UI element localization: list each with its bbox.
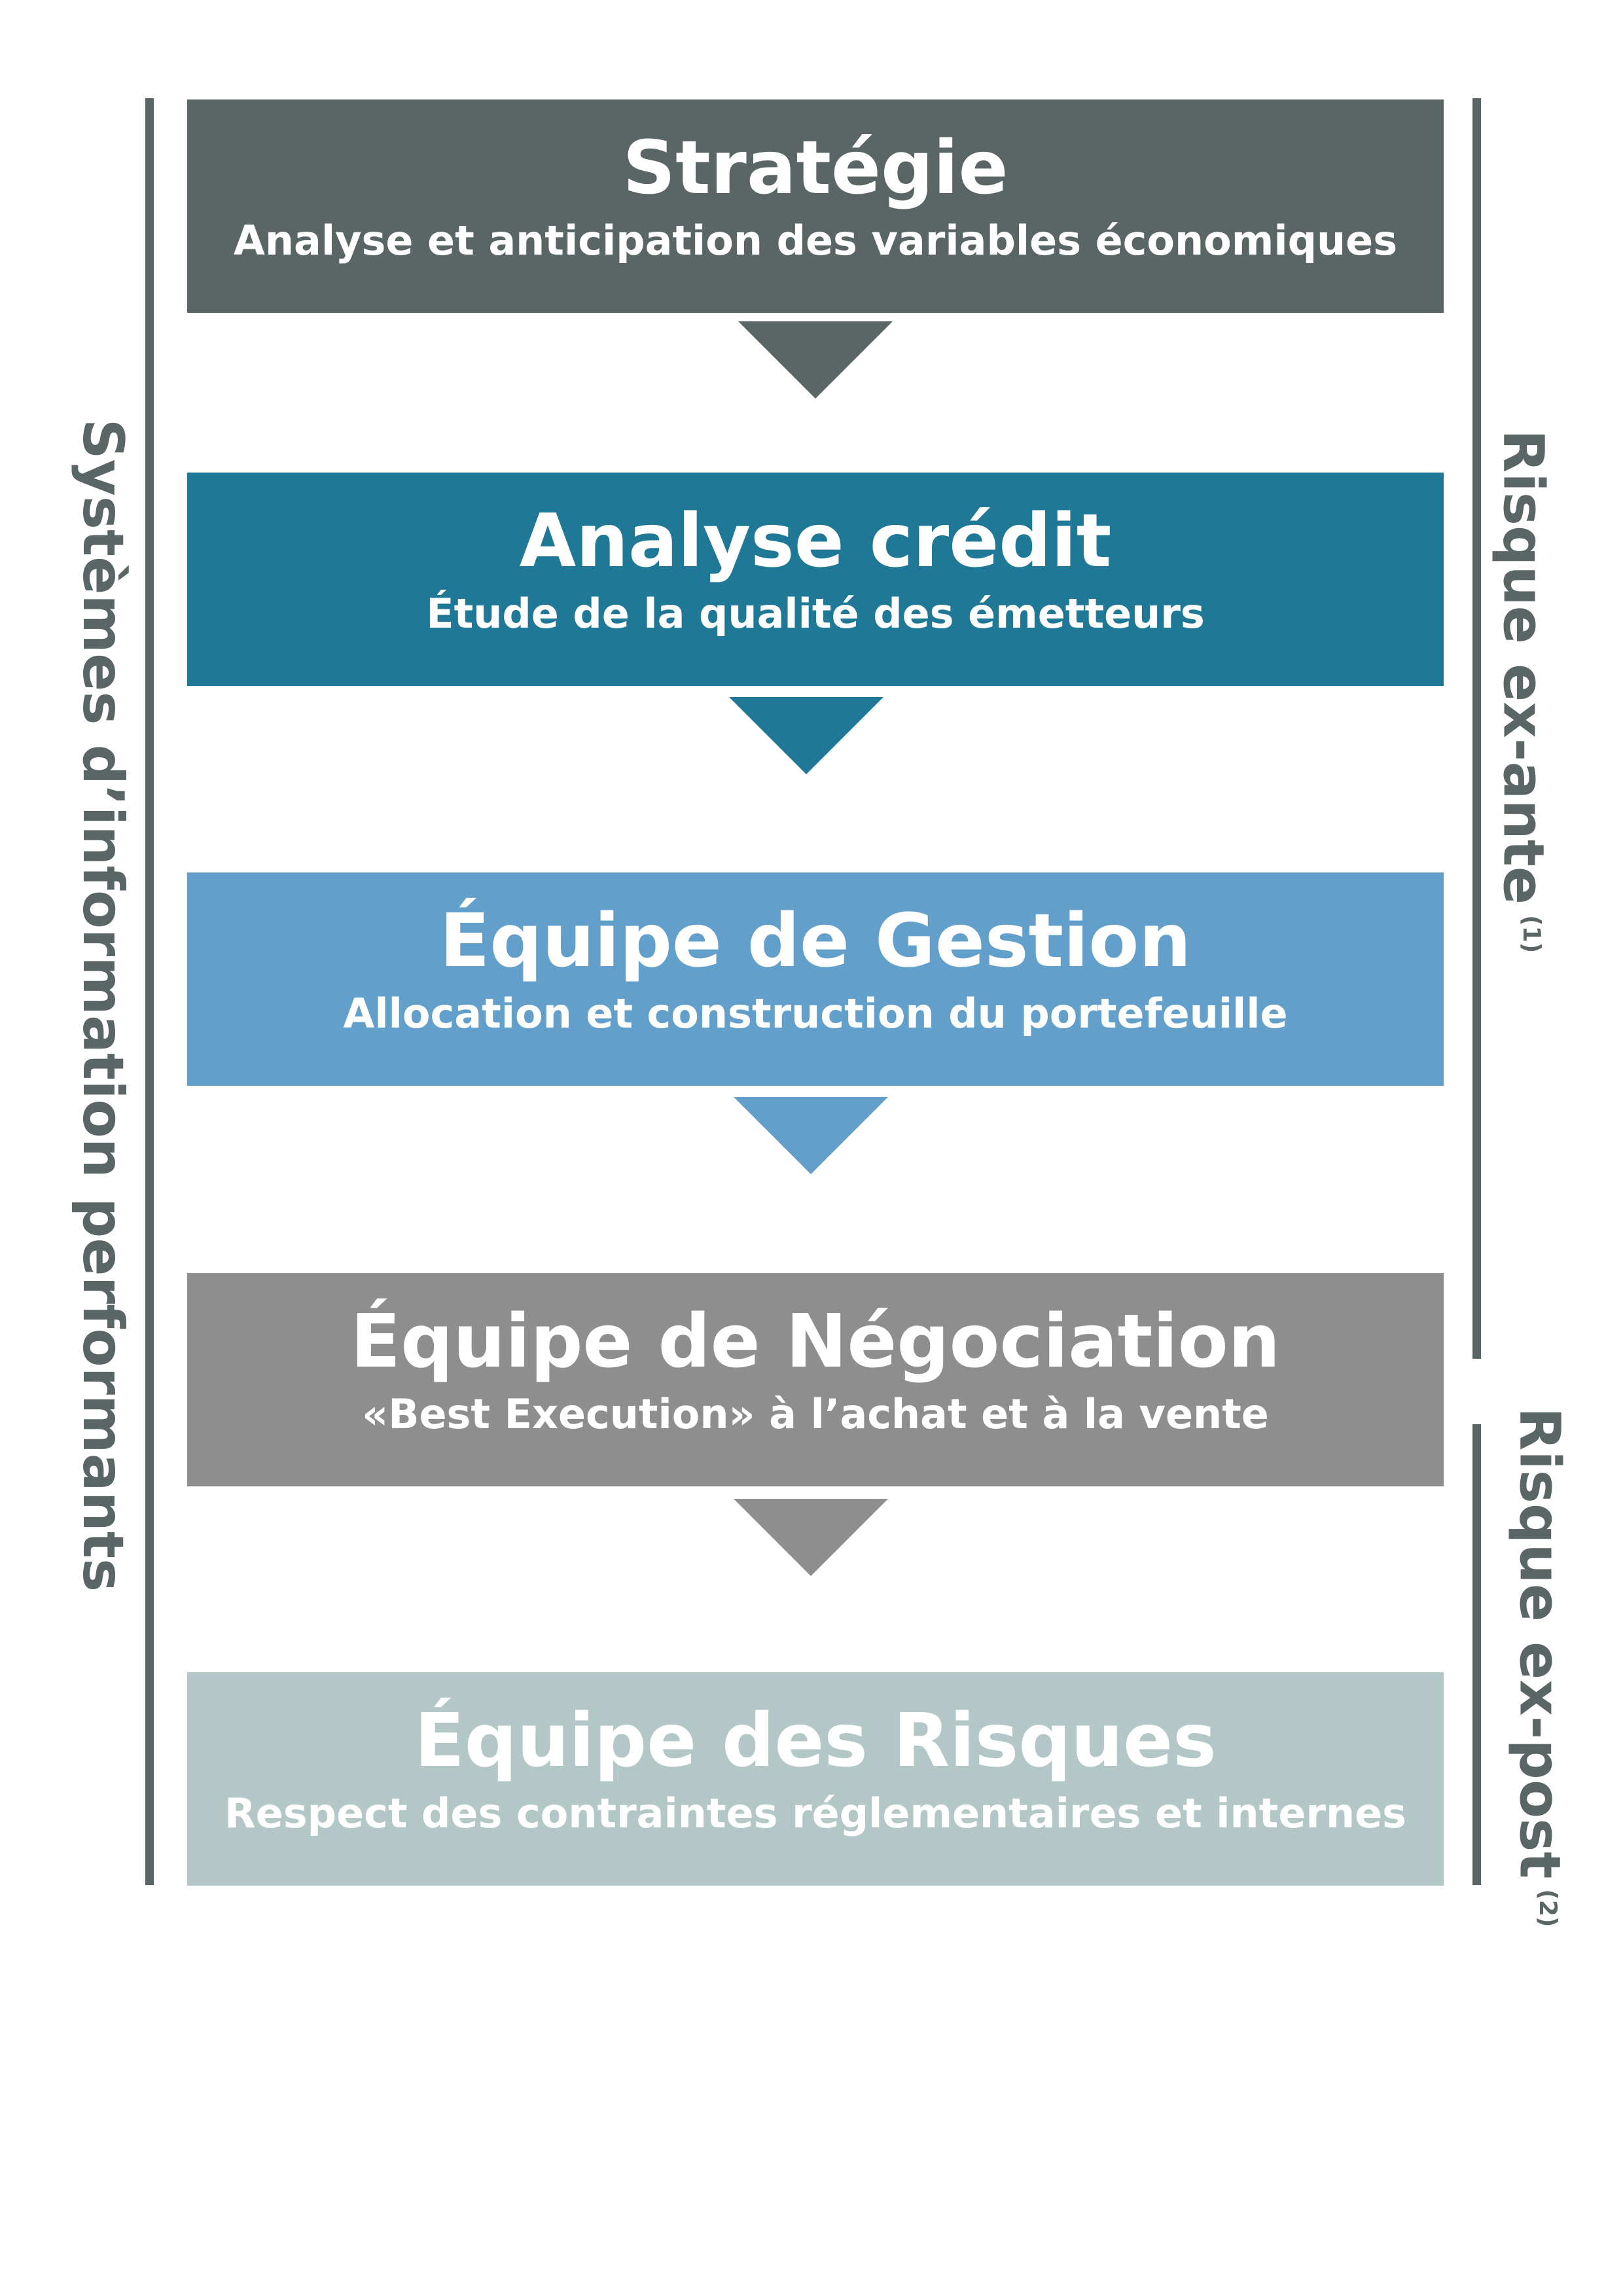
step-subtitle: Allocation et construction du portefeuil… [343,990,1288,1037]
flow-arrow-3 [734,1097,888,1174]
left-label: Systèmes d’information performants [70,416,135,1594]
step-subtitle: Analyse et anticipation des variables éc… [233,217,1398,264]
step-strategie: Stratégie Analyse et anticipation des va… [187,99,1444,313]
ex-ante-footnote-marker: (1) [1518,915,1546,954]
flow-arrow-2 [729,697,883,774]
step-subtitle: «Best Execution» à l’achat et à la vente [362,1390,1269,1438]
left-bracket-line [145,98,154,1885]
step-subtitle: Étude de la qualité des émetteurs [426,590,1205,637]
step-equipe-risques: Équipe des Risques Respect des contraint… [187,1672,1444,1886]
step-title: Équipe des Risques [414,1698,1217,1784]
ex-ante-label-text: Risque ex-ante [1490,429,1556,905]
ex-post-label-text: Risque ex-post [1507,1407,1573,1879]
flow-arrow-1 [738,321,893,399]
ex-post-footnote-marker: (2) [1534,1889,1562,1928]
step-title: Équipe de Négociation [350,1299,1281,1384]
step-title: Stratégie [622,126,1008,211]
right-bracket-line-ex-post [1472,1424,1481,1885]
step-equipe-negociation: Équipe de Négociation «Best Execution» à… [187,1273,1444,1486]
ex-ante-label: Risque ex-ante (1) [1490,429,1564,966]
step-subtitle: Respect des contraintes réglementaires e… [224,1789,1407,1837]
left-label-text: Systèmes d’information performants [70,418,135,1592]
right-bracket-line-ex-ante [1472,98,1481,1359]
step-title: Analyse crédit [519,499,1112,584]
step-equipe-gestion: Équipe de Gestion Allocation et construc… [187,872,1444,1086]
step-analyse-credit: Analyse crédit Étude de la qualité des é… [187,473,1444,686]
ex-post-label: Risque ex-post (2) [1507,1407,1580,1931]
step-title: Équipe de Gestion [439,899,1192,984]
flow-arrow-4 [734,1499,888,1576]
